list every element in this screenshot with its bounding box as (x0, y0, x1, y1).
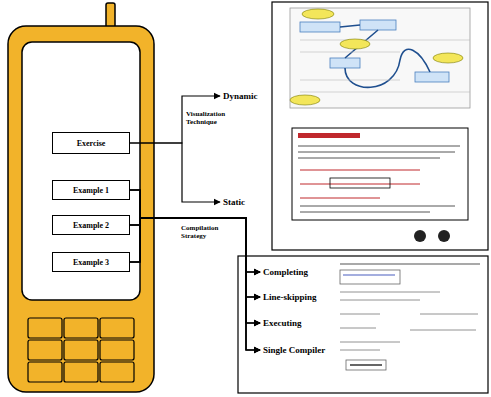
connector-arrow (130, 143, 220, 202)
example-box: Example 2 (52, 215, 130, 235)
illustration-part (28, 318, 62, 338)
phone-body (8, 26, 154, 392)
visualization-panel (272, 2, 488, 250)
edge-label: Compilation Strategy (180, 224, 242, 240)
connector-arrow (130, 190, 260, 323)
illustration-part (100, 318, 134, 338)
illustration-part (28, 362, 62, 382)
connector-arrow (130, 218, 260, 272)
illustration-part (340, 328, 476, 330)
illustration-part (292, 128, 468, 220)
illustration-part (64, 318, 98, 338)
illustration-part (330, 178, 390, 188)
dynamic-screenshot (290, 8, 470, 108)
illustration-part (350, 364, 382, 366)
illustration-part (300, 206, 455, 212)
illustration-part (100, 362, 134, 382)
illustration-part (340, 270, 400, 284)
technique-label: Dynamic (222, 91, 259, 101)
illustration-part (290, 95, 320, 105)
illustration-part (330, 58, 360, 68)
illustration-part (300, 170, 420, 198)
node-text: Static (223, 197, 245, 207)
illustration-part (340, 39, 370, 49)
edge-label: Visualization Technique (185, 110, 239, 126)
illustration-part (64, 340, 98, 360)
node-text: Example 1 (73, 186, 109, 195)
node-text: Example 3 (73, 258, 109, 267)
connector-arrow (130, 190, 260, 272)
strategy-label: Line-skipping (262, 292, 318, 302)
illustration-part (302, 9, 334, 19)
illustration-part (100, 340, 134, 360)
illustration-part (28, 340, 62, 360)
illustration-part (433, 53, 463, 63)
strategy-label: Executing (262, 318, 303, 328)
illustration-part (298, 133, 360, 138)
panel-frame (272, 2, 488, 250)
example-box: Example 3 (52, 252, 130, 272)
example-box: Example 1 (52, 180, 130, 200)
illustration-part (360, 20, 396, 30)
technique-label: Static (222, 197, 246, 207)
connector-arrow (130, 218, 260, 350)
connector-arrow (130, 218, 260, 323)
connector-arrow (130, 218, 260, 297)
illustration-part (300, 40, 470, 92)
node-text: Completing (263, 267, 308, 277)
compilation-panel (238, 256, 488, 393)
phone-keypad (28, 318, 134, 382)
illustration-part (340, 314, 478, 315)
code-screenshot (340, 264, 480, 370)
illustration-part (414, 230, 426, 242)
node-text: Executing (263, 318, 302, 328)
node-text: Single Compiler (263, 345, 325, 355)
connector-arrow (130, 190, 260, 297)
illustration-part (298, 146, 460, 158)
connector-arrow (130, 218, 260, 350)
illustration-part (64, 362, 98, 382)
panel-frame (238, 256, 488, 393)
exercise-box: Exercise (52, 132, 130, 154)
illustration-part (340, 25, 430, 87)
node-text: Dynamic (223, 91, 258, 101)
node-text: Exercise (77, 139, 106, 148)
connector-arrow (130, 218, 260, 297)
static-screenshot (292, 128, 468, 242)
strategy-label: Single Compiler (262, 345, 326, 355)
strategy-label: Completing (262, 267, 309, 277)
illustration-part (340, 292, 440, 300)
illustration-part (340, 263, 480, 264)
node-text: Example 2 (73, 221, 109, 230)
illustration-part (290, 8, 470, 108)
illustration-part (415, 72, 449, 82)
connector-arrow (130, 218, 260, 323)
connector-arrow (130, 218, 260, 272)
illustration-part (346, 360, 386, 370)
phone-screen (22, 42, 140, 300)
illustration-part (340, 342, 400, 350)
illustration-part (300, 22, 340, 32)
connector-arrow (130, 190, 260, 350)
illustration-part (343, 274, 395, 275)
illustration-part (438, 230, 450, 242)
mobile-phone (8, 3, 154, 392)
node-text: Line-skipping (263, 292, 317, 302)
